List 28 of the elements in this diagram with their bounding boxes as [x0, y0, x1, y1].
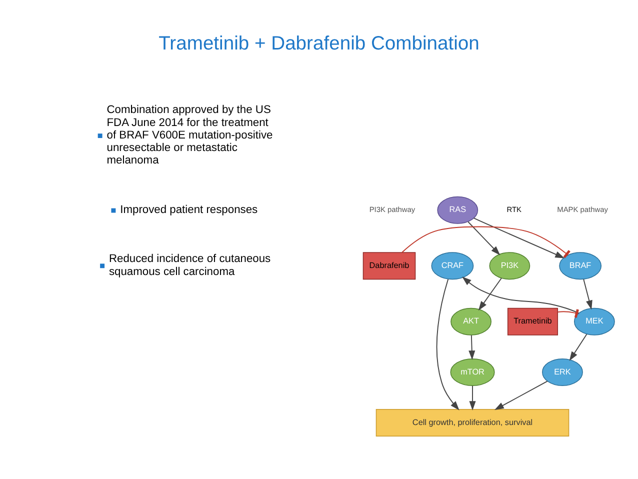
node-ellipse: PI3K [489, 252, 530, 280]
arrow [494, 380, 548, 410]
node-ellipse: mTOR [450, 358, 495, 386]
arrow [569, 334, 588, 361]
arrow [436, 278, 460, 410]
label: MAPK pathway [557, 204, 608, 214]
arrow [478, 278, 502, 311]
node-ellipse: RAS [437, 196, 478, 224]
arrow [583, 278, 592, 310]
diagram-title: Trametinib + Dabrafenib Combination [158, 33, 480, 54]
node-ellipse: CRAF [431, 252, 474, 280]
label: Combination approved by the US FDA June 2014 for the treatment of BRAF V600E mutation-positive unresectable or metastatic melanoma [106, 104, 273, 167]
node-box: Cell growth, proliferation, survival [376, 409, 570, 436]
label: PI3K pathway [369, 204, 416, 214]
connector [557, 309, 579, 318]
node-box: Trametinib [507, 308, 558, 336]
arrow [473, 218, 565, 258]
label: RTK [506, 204, 522, 214]
label: Improved patient responses [120, 204, 258, 216]
connector [402, 226, 570, 258]
node-box: Dabrafenib [362, 252, 416, 280]
arrow [469, 385, 476, 410]
arrow [468, 221, 500, 256]
node-ellipse: AKT [450, 308, 492, 336]
arrow [468, 334, 476, 360]
label: Reduced incidence of cutaneous squamous cell carcinoma [108, 253, 271, 278]
node-ellipse: ERK [542, 358, 583, 386]
arrow [462, 276, 580, 314]
